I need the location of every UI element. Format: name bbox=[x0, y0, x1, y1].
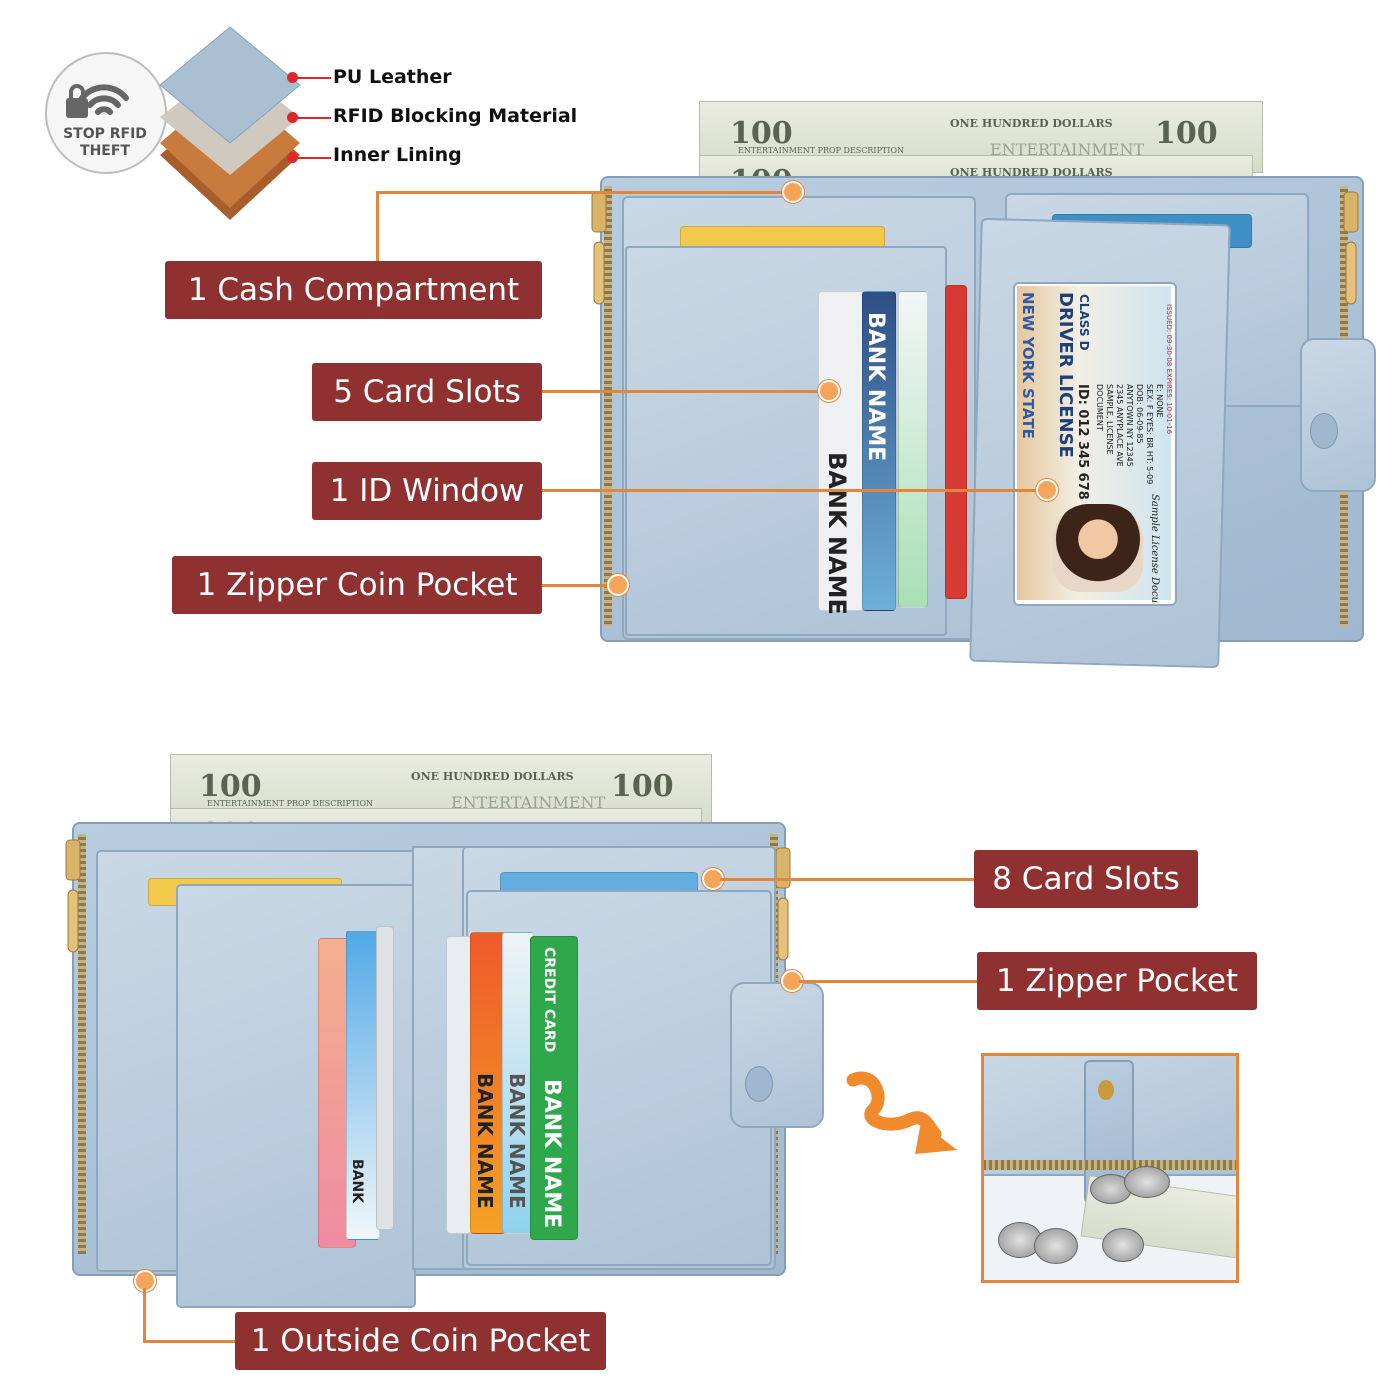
material-label-inner-lining: Inner Lining bbox=[333, 144, 462, 166]
inset-zipper bbox=[984, 1160, 1236, 1170]
banknote-denomination: 100 bbox=[611, 769, 674, 804]
coin bbox=[1124, 1166, 1170, 1198]
card-blue: BANK NAME bbox=[862, 291, 896, 611]
material-label-rfid-blocking: RFID Blocking Material bbox=[333, 105, 578, 127]
snap-tab bbox=[1300, 338, 1376, 492]
card-bank-name: BANK NAME bbox=[505, 1073, 529, 1209]
leader-line bbox=[720, 878, 974, 881]
inset-outside-pocket-photo bbox=[981, 1053, 1239, 1283]
id-state: NEW YORK STATE bbox=[1019, 292, 1037, 439]
wifi-lock-icon bbox=[66, 84, 129, 118]
label-outside-coin-pocket: 1 Outside Coin Pocket bbox=[235, 1312, 606, 1370]
card-bank-name: BANK NAME bbox=[473, 1073, 497, 1209]
id-line: 2345 ANYPLACE AVE bbox=[1115, 384, 1124, 467]
rfid-caption: STOP RFID THEFT bbox=[45, 126, 165, 160]
id-class: CLASS D bbox=[1077, 294, 1091, 351]
id-number: ID: 012 345 678 bbox=[1075, 384, 1090, 500]
leader-line bbox=[143, 1288, 146, 1342]
snap-tab bbox=[730, 982, 824, 1128]
id-title: DRIVER LICENSE bbox=[1055, 292, 1076, 458]
card-bank-name: BANK NAME bbox=[863, 312, 888, 462]
banknote-header: ONE HUNDRED DOLLARS bbox=[950, 166, 1113, 179]
zipper-left bbox=[78, 834, 86, 1254]
leader-line bbox=[376, 191, 786, 194]
rfid-line-1: STOP RFID bbox=[63, 126, 147, 142]
card-red bbox=[945, 285, 967, 599]
coin bbox=[1034, 1228, 1078, 1264]
snap-button-icon bbox=[745, 1066, 773, 1102]
zipper-pull-icon bbox=[1343, 191, 1359, 305]
leader-line bbox=[542, 390, 822, 393]
banknote-denomination: 100 bbox=[199, 769, 262, 804]
material-leader bbox=[297, 117, 331, 119]
material-marker bbox=[287, 112, 298, 123]
zipper-pull-icon bbox=[65, 839, 81, 953]
leader-line bbox=[143, 1340, 235, 1343]
card-bank-name: BANK NAME bbox=[539, 1079, 564, 1229]
id-line: SEX: F EYES: BR HT: 5-09 bbox=[1145, 384, 1154, 485]
rfid-line-2: THEFT bbox=[80, 143, 130, 159]
card-silver bbox=[376, 926, 394, 1230]
card-white bbox=[446, 936, 472, 1234]
leader-pin bbox=[818, 380, 840, 402]
material-marker bbox=[287, 72, 298, 83]
leader-pin bbox=[607, 574, 629, 596]
coin bbox=[1102, 1228, 1144, 1262]
leader-line bbox=[542, 489, 1038, 492]
id-line: ANYTOWN NY 12345 bbox=[1125, 384, 1134, 467]
banknote-watermark: ENTERTAINMENT bbox=[990, 140, 1145, 159]
label-5-card-slots: 5 Card Slots bbox=[312, 363, 542, 421]
zipper-pull-icon bbox=[591, 191, 607, 305]
label-zipper-pocket: 1 Zipper Pocket bbox=[977, 952, 1257, 1010]
label-8-card-slots: 8 Card Slots bbox=[974, 850, 1198, 908]
inset-snap-icon bbox=[1098, 1080, 1114, 1100]
id-line: E: NONE bbox=[1155, 384, 1164, 418]
card-green: CREDIT CARD BANK NAME bbox=[530, 936, 578, 1240]
card-credit-card: CREDIT CARD bbox=[541, 947, 557, 1053]
snap-button-icon bbox=[1310, 413, 1338, 449]
squiggle-arrow-icon bbox=[846, 1071, 957, 1154]
card-bank: BANK bbox=[349, 1159, 365, 1204]
leader-pin bbox=[782, 181, 804, 203]
banknote-denomination: 100 bbox=[730, 116, 793, 151]
card-green bbox=[898, 291, 928, 608]
material-label-pu-leather: PU Leather bbox=[333, 66, 452, 88]
leader-line bbox=[376, 192, 379, 262]
card-lightblue: BANK bbox=[346, 930, 380, 1240]
banknote-prop: ENTERTAINMENT PROP DESCRIPTION bbox=[738, 146, 905, 155]
zipper-left bbox=[604, 186, 612, 626]
banknote-watermark: ENTERTAINMENT bbox=[451, 793, 606, 812]
id-photo bbox=[1053, 504, 1143, 592]
material-leader bbox=[297, 157, 331, 159]
id-signature: Sample License Document bbox=[1149, 494, 1160, 606]
leader-line bbox=[542, 584, 612, 587]
label-id-window: 1 ID Window bbox=[312, 462, 542, 520]
rfid-badge bbox=[45, 52, 167, 174]
banknote-denomination: 100 bbox=[1155, 116, 1218, 151]
card-bank-name: BANK NAME bbox=[823, 452, 851, 615]
label-zipper-coin-pocket: 1 Zipper Coin Pocket bbox=[172, 556, 542, 614]
material-leader bbox=[297, 77, 331, 79]
leader-pin bbox=[1036, 479, 1058, 501]
card-lightblue: BANK NAME bbox=[502, 932, 534, 1234]
id-window: NEW YORK STATE DRIVER LICENSE CLASS D ID… bbox=[1013, 282, 1177, 606]
id-line: SAMPLE, LICENSE bbox=[1105, 384, 1114, 455]
card-silver: BANK NAME bbox=[818, 291, 864, 615]
material-marker bbox=[287, 152, 298, 163]
card-orange: BANK NAME bbox=[470, 932, 506, 1234]
leader-line bbox=[799, 980, 977, 983]
id-line: DOCUMENT bbox=[1095, 384, 1104, 431]
banknote-header: ONE HUNDRED DOLLARS bbox=[950, 117, 1113, 130]
label-cash-compartment: 1 Cash Compartment bbox=[165, 261, 542, 319]
id-line: ISSUED: 09-30-08 EXPIRES: 10-01-16 bbox=[1165, 304, 1173, 435]
id-line: DOB: 06-09-85 bbox=[1135, 384, 1144, 444]
banknote-prop: ENTERTAINMENT PROP DESCRIPTION bbox=[207, 799, 374, 808]
banknote-header: ONE HUNDRED DOLLARS bbox=[411, 770, 574, 783]
material-layers-illustration bbox=[159, 26, 301, 220]
